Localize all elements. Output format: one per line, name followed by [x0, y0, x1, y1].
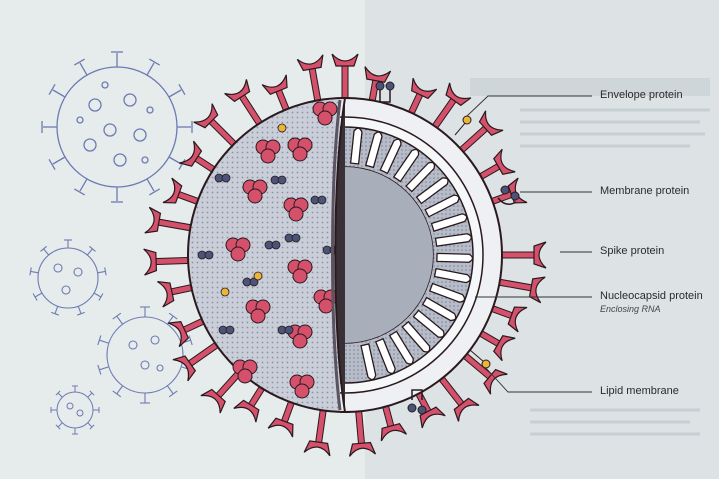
label-enclosing-rna: Enclosing RNA	[600, 304, 661, 314]
label-spike-protein: Spike protein	[600, 245, 664, 257]
envelope-protein	[278, 124, 286, 132]
label-membrane-protein: Membrane protein	[600, 185, 689, 197]
rna-loop	[437, 253, 473, 262]
label-nucleocapsid-protein: Nucleocapsid protein	[600, 290, 703, 302]
label-lipid-membrane: Lipid membrane	[600, 385, 679, 397]
label-envelope-protein: Envelope protein	[600, 89, 683, 101]
envelope-protein	[221, 288, 229, 296]
envelope-protein	[254, 272, 262, 280]
